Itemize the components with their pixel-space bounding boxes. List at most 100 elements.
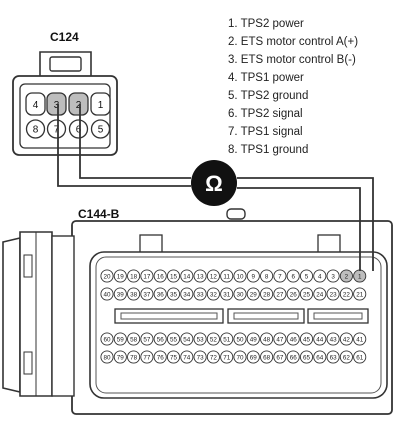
c124-pin-5-label: 5 [98,125,104,136]
c124-pin-3-label: 3 [54,100,60,111]
c144b-pin-24-label: 24 [316,291,324,298]
c144b-pin-9-label: 9 [252,273,256,280]
c144b-pin-25 [299,287,314,301]
pin-legend: 1. TPS2 power 2. ETS motor control A(+) … [228,18,358,156]
c144b-pin-73-label: 73 [197,354,205,361]
c144b-pin-51 [220,332,234,346]
c144b-pin-21-label: 21 [356,291,364,298]
c144b-pin-42 [339,332,353,346]
wire-c144b-pin1 [237,177,374,271]
connector-c124: 4 3 2 1 8 7 6 5 [12,51,118,156]
c144b-pin-41 [353,332,367,346]
c144b-pin-80-label: 80 [103,354,111,361]
legend-item-2: 2. ETS motor control A(+) [228,36,358,48]
c144b-pin-20 [100,269,114,283]
c144b-pin-6-label: 6 [291,273,295,280]
c144b-pin-50-label: 50 [236,336,244,343]
c144b-pin-72-label: 72 [210,354,218,361]
c144b-pin-15 [166,269,181,283]
c144b-pin-23-label: 23 [330,291,338,298]
c144b-pin-16-label: 16 [157,273,165,280]
c144b-pin-53 [193,332,207,346]
c144b-pin-49-label: 49 [250,336,258,343]
c144b-pin-33-label: 33 [197,291,205,298]
c144b-pin-19-label: 19 [117,273,125,280]
c124-latch-window [49,56,82,72]
c144b-pin-52 [206,332,220,346]
c144b-pin-62 [339,350,353,364]
c144b-pin-63-label: 63 [330,354,338,361]
c144b-pin-17 [140,269,154,283]
c144b-pin-78-label: 78 [130,354,138,361]
c124-pin-6-label: 6 [76,125,82,136]
c144b-pin-44 [313,332,327,346]
c144b-pin-39 [113,287,127,301]
legend-item-1: 1. TPS2 power [228,18,304,30]
c144b-pin-28-label: 28 [263,291,271,298]
c144b-pin-64 [313,350,327,364]
c144b-pin-8-label: 8 [265,273,269,280]
c124-pin-8 [25,119,46,139]
c144b-pin-56-label: 56 [157,336,165,343]
c144b-pin-54-label: 54 [183,336,191,343]
c144b-pin-30-label: 30 [236,291,244,298]
c144b-pin-33 [193,287,207,301]
c144b-pin-13-label: 13 [197,273,205,280]
c144b-pin-53-label: 53 [197,336,205,343]
c144b-pin-9 [246,269,260,283]
c144b-pin-38-label: 38 [130,291,138,298]
c144b-pin-43-label: 43 [330,336,338,343]
c144b-pin-65 [299,350,314,364]
c144b-pin-51-label: 51 [223,336,231,343]
c144b-pin-55-label: 55 [170,336,178,343]
c144b-pin-37-label: 37 [143,291,151,298]
legend-item-5: 5. TPS2 ground [228,90,308,102]
c144b-pin-67 [273,350,287,364]
c144b-bracket-outer [2,236,21,394]
c144b-pin-79 [113,350,127,364]
c144b-pin-56 [153,332,167,346]
c144b-pin-3-label: 3 [331,273,335,280]
c144b-pin-26-label: 26 [290,291,298,298]
c144b-pin-14-label: 14 [183,273,191,280]
c144b-pin-7-label: 7 [278,273,282,280]
c144b-pin-46-label: 46 [290,336,298,343]
c144b-pin-28 [260,287,274,301]
c144b-pin-69 [246,350,260,364]
c144b-pin-76 [153,350,167,364]
legend-item-7: 7. TPS1 signal [228,126,303,138]
c144b-pin-32 [206,287,220,301]
c144b-pin-20-label: 20 [103,273,111,280]
c124-pin-1-label: 1 [98,100,104,111]
c144b-pin-30 [233,287,247,301]
c144b-pin-17-label: 17 [143,273,151,280]
c144b-pin-80 [100,350,114,364]
c124-pin-1 [90,92,111,116]
c144b-pin-78 [127,350,141,364]
wire-pin2 [79,104,191,179]
legend-item-3: 3. ETS motor control B(-) [228,54,356,66]
c144b-pin-66-label: 66 [290,354,298,361]
c144b-pin-79-label: 79 [117,354,125,361]
c124-pin-7 [46,119,67,139]
c144b-pin-21 [353,287,367,301]
ohm-symbol: Ω [205,171,223,196]
legend-item-8: 8. TPS1 ground [228,144,308,156]
c144b-pin-7 [273,269,287,283]
c144b-pin-5-label: 5 [305,273,309,280]
connector-c144b-label: C144-B [78,207,120,221]
c144b-pin-35 [166,287,181,301]
c144b-pin-15-label: 15 [170,273,178,280]
c144b-pin-50 [233,332,247,346]
c144b-pin-11-label: 11 [223,273,230,280]
c144b-pin-67-label: 67 [276,354,284,361]
c144b-pin-47-label: 47 [276,336,284,343]
c144b-pin-70 [233,350,247,364]
c144b-pin-61-label: 61 [356,354,364,361]
c144b-pin-4-label: 4 [318,273,322,280]
c144b-pin-23 [326,287,340,301]
c144b-pin-43 [326,332,340,346]
c144b-pin-3 [326,269,340,283]
c144b-pin-54 [180,332,194,346]
